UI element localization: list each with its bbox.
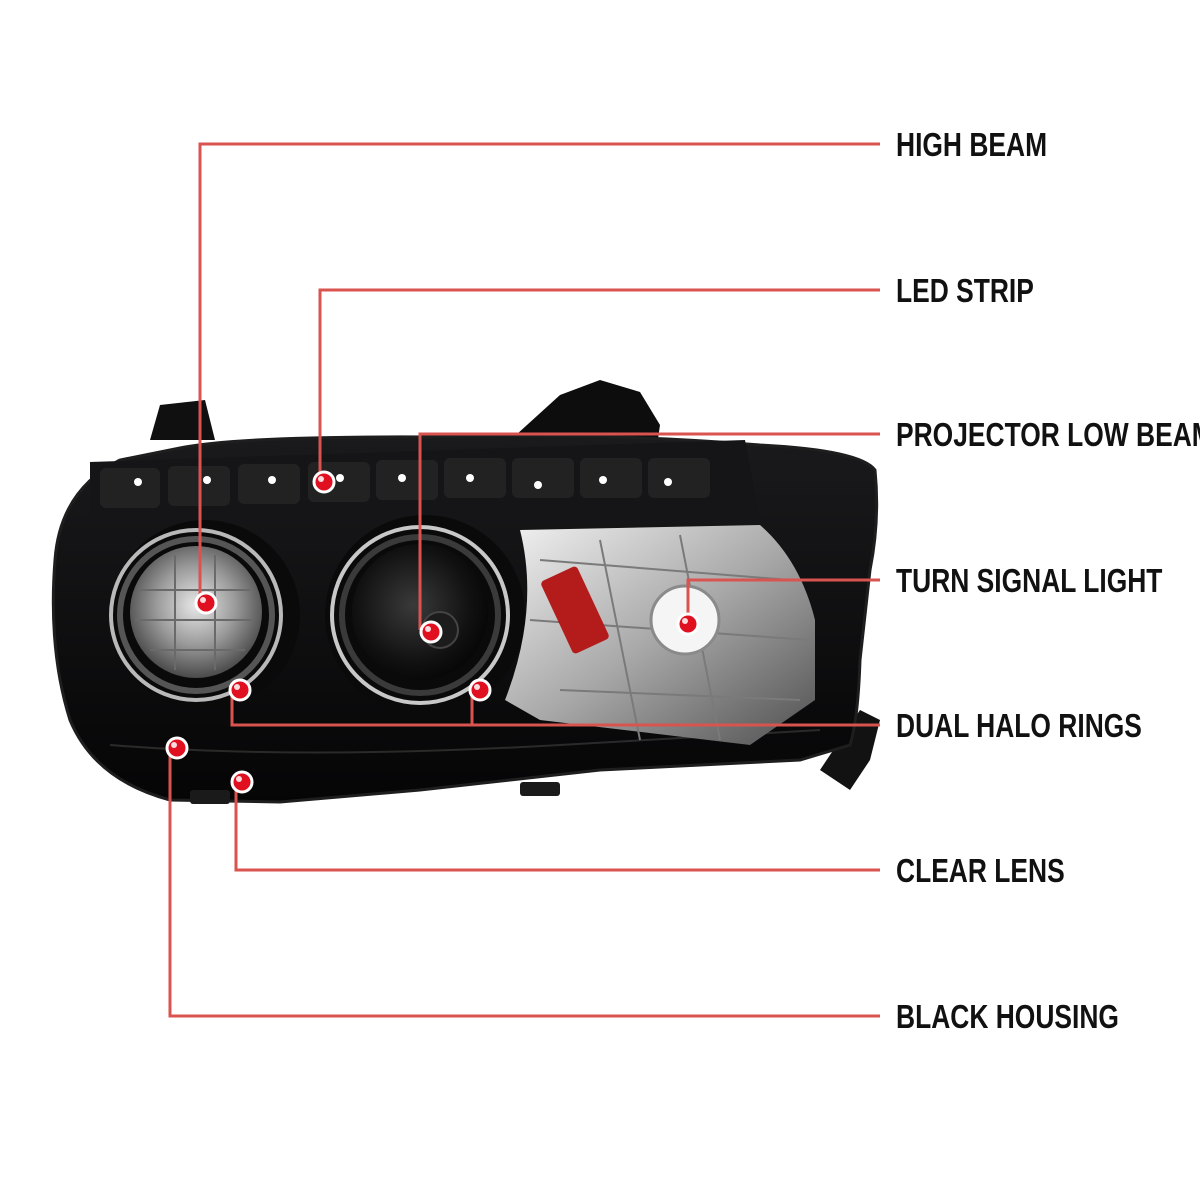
leader-line-clear-lens xyxy=(234,782,880,872)
label-dual-halo-rings: DUAL HALO RINGS xyxy=(896,707,1142,744)
callout-dot xyxy=(165,736,189,760)
led-cell xyxy=(238,464,300,504)
led-cell xyxy=(100,468,160,508)
led-cell xyxy=(580,458,642,498)
callout-dot xyxy=(676,612,700,636)
callout-dot xyxy=(230,770,254,794)
led-cell xyxy=(512,458,574,498)
callout-dot xyxy=(228,678,252,702)
leader-line-high-beam xyxy=(198,142,880,600)
label-clear-lens: CLEAR LENS xyxy=(896,852,1065,889)
led-cell xyxy=(444,458,506,498)
callout-dots xyxy=(165,470,700,794)
label-led-strip: LED STRIP xyxy=(896,272,1034,309)
led-cell xyxy=(648,458,710,498)
label-projector-low-beam: PROJECTOR LOW BEAM xyxy=(896,416,1200,453)
leader-line-black-housing xyxy=(168,748,880,1018)
callout-dot xyxy=(468,678,492,702)
callout-dot xyxy=(194,591,218,615)
label-turn-signal-light: TURN SIGNAL LIGHT xyxy=(896,562,1163,599)
callout-dot xyxy=(312,470,336,494)
leader-line-projector-low-beam xyxy=(418,432,880,630)
leader-line-dual-halo-rings xyxy=(230,690,880,727)
leader-lines xyxy=(168,142,880,1018)
led-strip xyxy=(90,440,760,520)
callout-dot xyxy=(419,620,443,644)
lower-tabs xyxy=(190,782,560,804)
turn-signal-reflector xyxy=(505,525,815,745)
led-cell xyxy=(376,460,438,500)
label-high-beam: HIGH BEAM xyxy=(896,126,1048,163)
projector-low-beam-lamp xyxy=(325,515,525,715)
label-black-housing: BLACK HOUSING xyxy=(896,998,1119,1035)
high-beam-lamp xyxy=(109,520,300,710)
leader-line-turn-signal xyxy=(686,578,880,622)
leader-line-led-strip xyxy=(318,288,880,480)
